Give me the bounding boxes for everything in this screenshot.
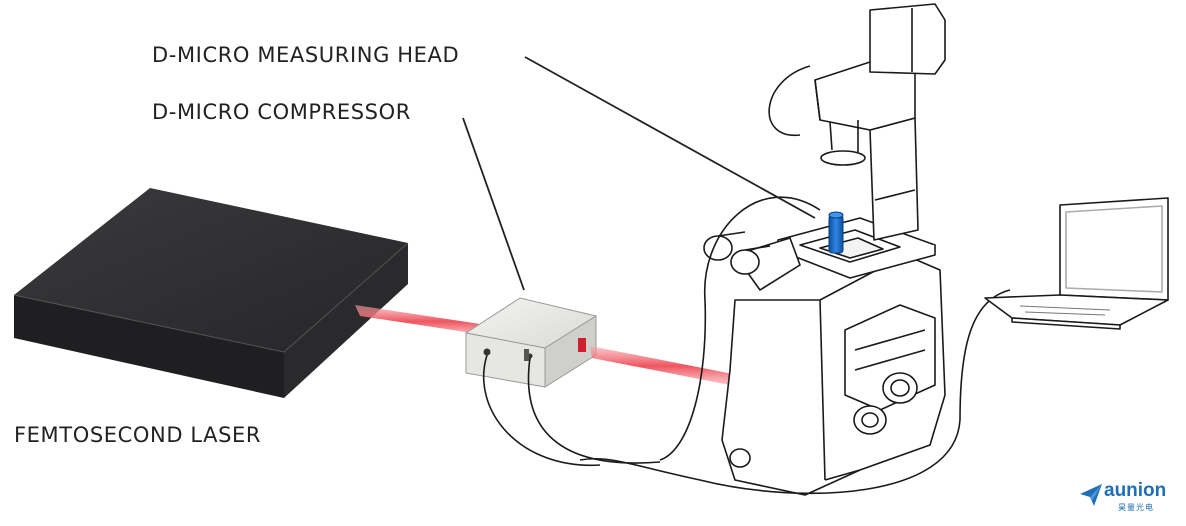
leader-lines	[462, 56, 816, 291]
compressor-box	[464, 297, 598, 388]
measuring-head-label: D-MICRO MEASURING HEAD	[152, 43, 460, 67]
logo-subtitle: 昊量光电	[1118, 503, 1154, 512]
microscope	[579, 3, 1011, 496]
compressor-cables	[482, 354, 661, 466]
measuring-head-objective	[828, 211, 844, 254]
laser-beam-2	[590, 346, 735, 386]
femtosecond-laser-box	[13, 188, 409, 398]
laser-label: FEMTOSECOND LASER	[14, 423, 262, 447]
logo-brand: aunion	[1104, 480, 1167, 501]
laptop	[984, 197, 1169, 330]
laser-beam-1	[355, 305, 505, 338]
compressor-label: D-MICRO COMPRESSOR	[152, 100, 411, 124]
aunion-logo: aunion 昊量光电	[1076, 480, 1180, 516]
paper-plane-icon	[1080, 484, 1102, 506]
